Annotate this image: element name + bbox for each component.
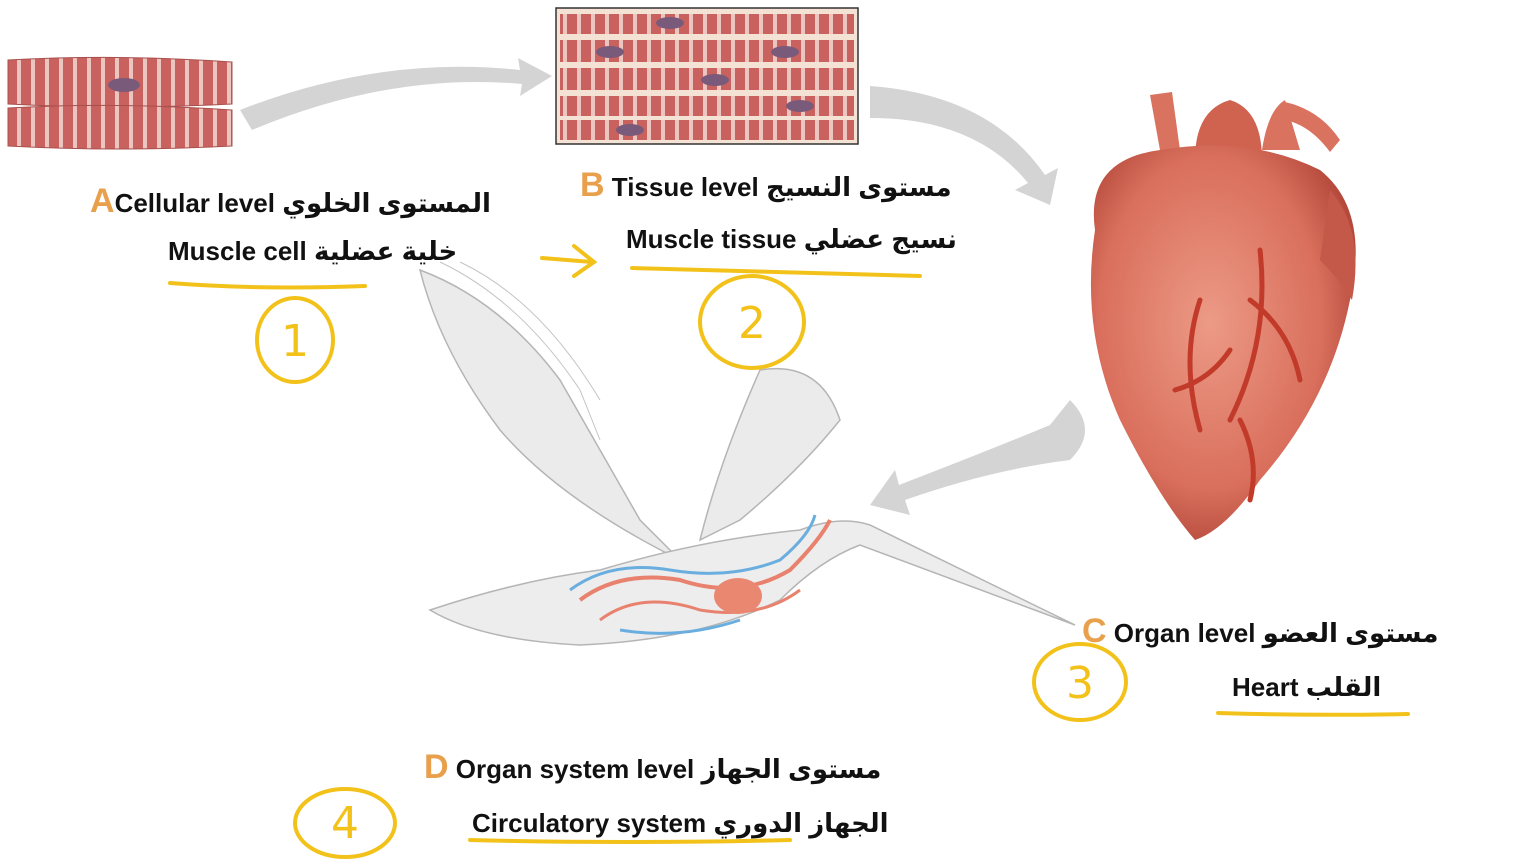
nucleus-shape (108, 78, 140, 92)
flow-arrow-cell-to-tissue (240, 58, 552, 130)
circled-number-4-text: 4 (331, 798, 359, 849)
level-b-example: Muscle tissue نسيج عضلي (626, 224, 957, 254)
level-a-title: ACellular level المستوى الخلوي (90, 186, 491, 218)
underline-muscle-cell (170, 283, 365, 287)
level-a-example: Muscle cell خلية عضلية (168, 236, 457, 266)
circled-number-3-text: 3 (1066, 658, 1094, 709)
circled-number-1-text: 1 (281, 316, 309, 367)
example-c-english: Heart (1232, 672, 1298, 702)
level-a-english: Cellular level (115, 188, 275, 218)
example-a-english: Muscle cell (168, 236, 307, 266)
example-d-arabic: الجهاز الدوري (713, 808, 888, 838)
bird-heart-shape (714, 578, 762, 614)
example-b-arabic: نسيج عضلي (804, 224, 957, 254)
level-c-arabic: مستوى العضو (1263, 618, 1439, 648)
example-d-english: Circulatory system (472, 808, 706, 838)
level-letter-c: C (1082, 612, 1107, 650)
underline-muscle-tissue (632, 268, 920, 276)
level-b-title: B Tissue level مستوى النسيج (580, 170, 952, 202)
underline-circulatory-system (470, 840, 790, 842)
level-c-example: Heart القلب (1232, 672, 1381, 702)
level-c-title: C Organ level مستوى العضو (1082, 616, 1438, 648)
underline-heart (1218, 713, 1408, 715)
heart-illustration (1091, 92, 1356, 540)
level-b-english: Tissue level (612, 172, 759, 202)
level-b-arabic: مستوى النسيج (766, 172, 952, 202)
example-a-arabic: خلية عضلية (314, 236, 457, 266)
example-c-arabic: القلب (1306, 672, 1382, 702)
level-letter-d: D (424, 748, 449, 786)
circled-number-2-text: 2 (738, 298, 766, 349)
muscle-tissue-illustration (556, 8, 858, 144)
level-letter-b: B (580, 166, 605, 204)
example-b-english: Muscle tissue (626, 224, 797, 254)
level-d-example: Circulatory system الجهاز الدوري (472, 808, 889, 838)
level-c-english: Organ level (1114, 618, 1256, 648)
level-d-english: Organ system level (456, 754, 694, 784)
flow-arrow-organ-to-system (870, 400, 1085, 515)
level-letter-a: A (90, 182, 115, 220)
level-a-arabic: المستوى الخلوي (282, 188, 491, 218)
level-d-arabic: مستوى الجهاز (702, 754, 882, 784)
muscle-cell-illustration (8, 57, 232, 149)
level-d-title: D Organ system level مستوى الجهاز (424, 752, 881, 784)
handwritten-arrow-icon (542, 246, 594, 276)
